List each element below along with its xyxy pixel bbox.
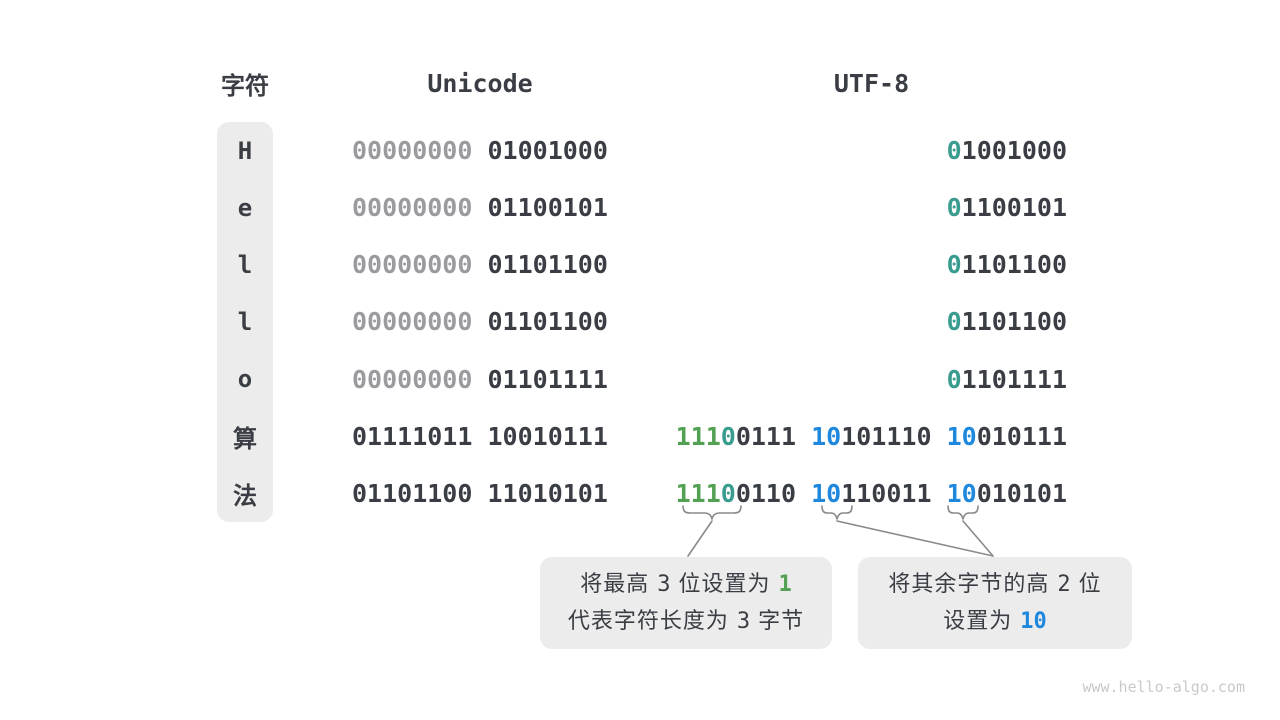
segment-dark: 1101100 (961, 250, 1067, 280)
segment-dark: 01101100 (352, 478, 473, 508)
segment-teal: 0 (720, 478, 736, 508)
segment-dark: 01101100 (487, 307, 608, 337)
character-cell: o (237, 365, 253, 394)
segment-blue: 10 (1020, 609, 1047, 634)
segment-num: 2 (1057, 572, 1071, 597)
segment-teal: 0 (946, 307, 962, 337)
segment-dark (472, 250, 487, 279)
segment-cn: 位设置为 (670, 572, 779, 597)
segment-gray: 00000000 (352, 307, 473, 337)
unicode-bits-row: 00000000 01101100 (352, 236, 612, 293)
segment-dark (472, 422, 487, 451)
unicode-bits-row: 01101100 11010101 (352, 465, 612, 522)
segment-cn: 位 (1070, 572, 1102, 597)
segment-green: 111 (675, 478, 721, 508)
character-cell: l (237, 307, 253, 336)
segment-dark (472, 307, 487, 336)
character-cell: l (237, 250, 253, 279)
column-header-unicode: Unicode (427, 68, 533, 98)
segment-dark (932, 479, 947, 508)
segment-teal: 0 (720, 421, 736, 451)
segment-dark (796, 479, 811, 508)
column-header-char: 字符 (221, 71, 269, 100)
character-cell: H (237, 136, 253, 165)
callout-left-line: 代表字符长度为 3 字节 (568, 603, 804, 640)
segment-gray: 00000000 (352, 136, 473, 166)
segment-gray: 00000000 (352, 364, 473, 394)
segment-dark (472, 365, 487, 394)
segment-teal: 0 (946, 364, 962, 394)
unicode-bits-row: 01111011 10010111 (352, 408, 612, 465)
segment-dark: 0111 (735, 421, 797, 451)
segment-teal: 0 (946, 136, 962, 166)
segment-dark: 10010111 (487, 421, 608, 451)
segment-dark: 1101111 (961, 364, 1067, 394)
segment-dark (932, 422, 947, 451)
segment-blue: 10 (946, 421, 977, 451)
character-cell: 算 (233, 424, 257, 453)
segment-blue: 10 (811, 421, 842, 451)
watermark: www.hello-algo.com (1082, 678, 1245, 696)
character-cell: 法 (233, 481, 257, 510)
segment-cn: 字节 (750, 609, 805, 634)
callout-right-line: 设置为 10 (943, 603, 1047, 640)
segment-dark: 1001000 (961, 136, 1067, 166)
connector-to-right-callout-2 (962, 520, 994, 557)
connector-to-right-callout-1 (836, 520, 994, 557)
segment-dark (472, 136, 487, 165)
segment-num: 3 (736, 609, 751, 634)
segment-cn: 设置为 (943, 609, 1021, 634)
segment-dark: 010111 (976, 421, 1067, 451)
segment-gray: 00000000 (352, 250, 473, 280)
segment-gray: 00000000 (352, 193, 473, 223)
segment-cn: 将最高 (580, 572, 658, 597)
segment-dark: 11010101 (487, 478, 608, 508)
segment-dark (796, 422, 811, 451)
segment-dark: 010101 (976, 478, 1067, 508)
segment-dark: 01001000 (487, 136, 608, 166)
segment-dark: 0110 (735, 478, 797, 508)
segment-blue: 10 (946, 478, 977, 508)
character-cell: e (237, 193, 253, 222)
segment-dark (472, 193, 487, 222)
segment-dark: 1100101 (961, 193, 1067, 223)
segment-dark: 01100101 (487, 193, 608, 223)
callout-right-line: 将其余字节的高 2 位 (888, 566, 1101, 603)
segment-dark: 110011 (841, 478, 932, 508)
segment-teal: 0 (946, 193, 962, 223)
segment-dark: 01111011 (352, 421, 473, 451)
segment-green: 111 (675, 421, 721, 451)
unicode-bits-row: 00000000 01001000 (352, 122, 612, 179)
segment-cn: 代表字符长度为 (567, 609, 737, 634)
segment-cn: 将其余字节的高 (888, 572, 1058, 597)
unicode-bits-row: 00000000 01100101 (352, 179, 612, 236)
callout-continuation-byte-rule: 将其余字节的高 2 位设置为 10 (858, 557, 1132, 649)
segment-dark: 01101111 (487, 364, 608, 394)
segment-dark: 01101100 (487, 250, 608, 280)
segment-blue: 10 (811, 478, 842, 508)
segment-num: 3 (657, 572, 671, 597)
callout-left-line: 将最高 3 位设置为 1 (580, 566, 792, 603)
segment-teal: 0 (946, 250, 962, 280)
segment-green: 1 (778, 572, 792, 597)
connector-to-left-callout (687, 520, 713, 557)
segment-dark: 101110 (841, 421, 932, 451)
segment-dark: 1101100 (961, 307, 1067, 337)
column-header-utf8: UTF-8 (833, 68, 910, 98)
unicode-bits-row: 00000000 01101111 (352, 351, 612, 408)
unicode-bits-row: 00000000 01101100 (352, 293, 612, 350)
segment-dark (472, 479, 487, 508)
